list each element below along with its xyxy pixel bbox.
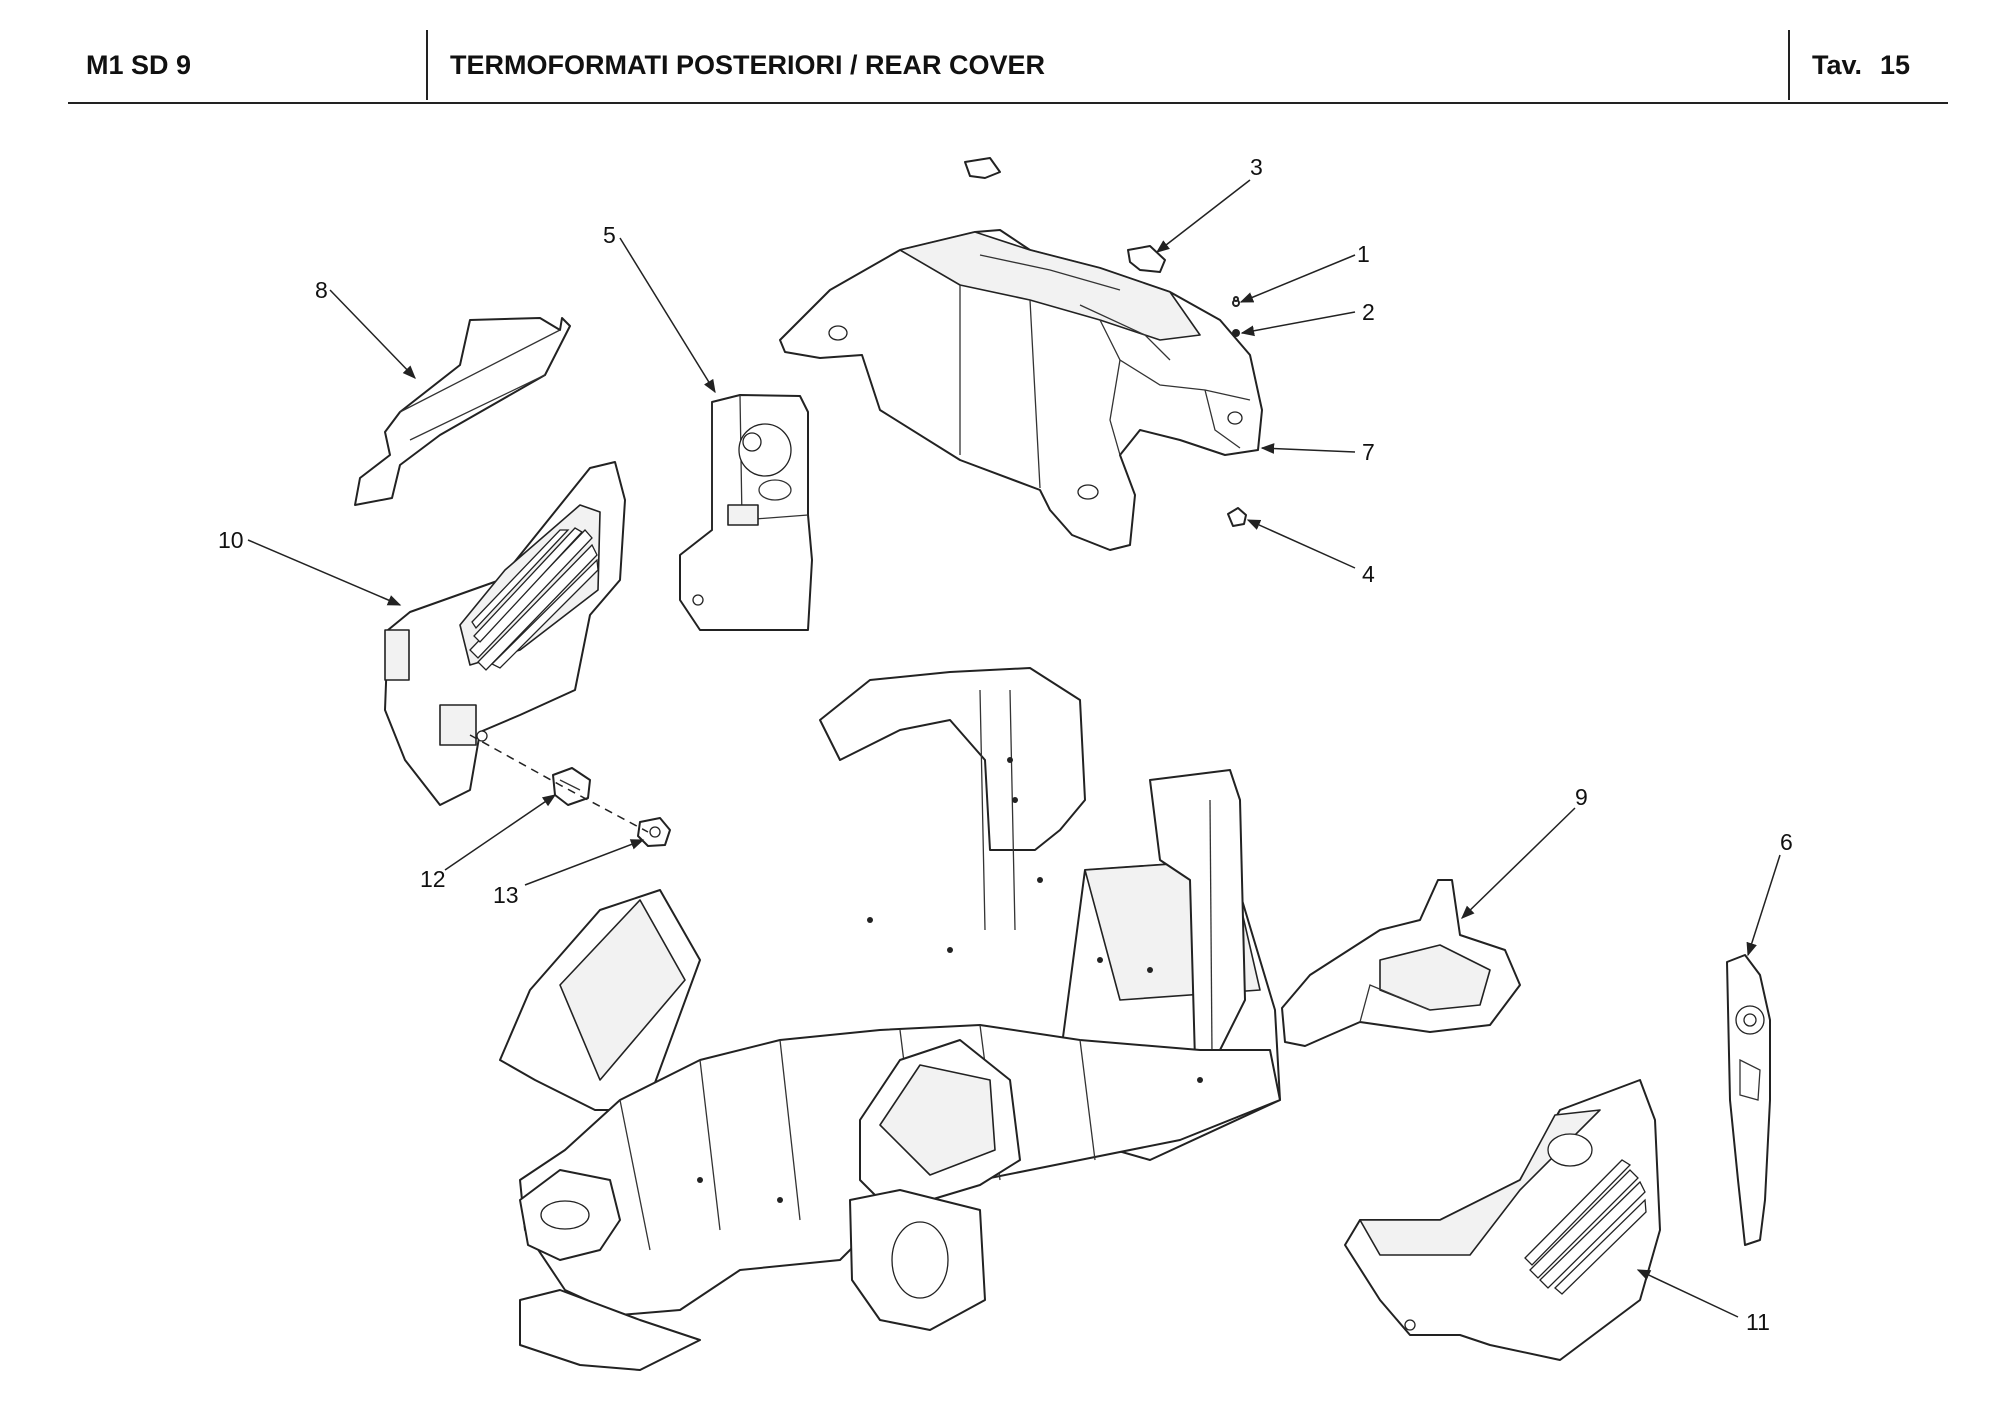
- callout-4: 4: [1362, 561, 1375, 587]
- part-rear-top-cover: [779, 229, 1263, 551]
- callout-3: 3: [1250, 154, 1263, 180]
- table-value: 15: [1880, 49, 1911, 80]
- part-right-side-panel: [1281, 879, 1521, 1047]
- callout-9: 9: [1575, 784, 1588, 810]
- part-clip-fitting: [637, 817, 671, 847]
- table-number: Tav. 15: [1788, 30, 1972, 100]
- title-block: M1 SD 9 TERMOFORMATI POSTERIORI / REAR C…: [68, 30, 1948, 104]
- right-grille-slots: [1524, 1159, 1647, 1295]
- callout-numbers: 1 2 3 4 5 6 7 8 9 10 11 12 13: [218, 154, 1793, 1335]
- part-clip-pair: [964, 157, 1166, 273]
- callout-5: 5: [603, 222, 616, 248]
- grille-slots: [469, 527, 599, 671]
- part-vertical-side-panel: [679, 394, 813, 631]
- part-mount-block: [552, 767, 591, 806]
- part-screw-washer-nut: [1227, 296, 1247, 527]
- frame-holes: [697, 757, 1203, 1203]
- callout-6: 6: [1780, 829, 1793, 855]
- drawing-title: TERMOFORMATI POSTERIORI / REAR COVER: [426, 30, 1790, 100]
- part-main-frame: [499, 667, 1281, 1371]
- callout-11: 11: [1746, 1309, 1770, 1335]
- drawing-code: M1 SD 9: [86, 49, 192, 80]
- callout-12: 12: [420, 866, 446, 892]
- callout-1: 1: [1357, 241, 1370, 267]
- callout-2: 2: [1362, 299, 1375, 325]
- callout-8: 8: [315, 277, 328, 303]
- table-label: Tav.: [1812, 49, 1863, 80]
- callout-7: 7: [1362, 439, 1375, 465]
- part-upper-left-panel: [354, 317, 571, 506]
- callout-13: 13: [493, 882, 519, 908]
- part-right-vertical-panel: [1726, 954, 1771, 1246]
- callout-leaders: [247, 179, 1781, 1318]
- part-right-grille-cover: [1344, 1079, 1661, 1361]
- callout-10: 10: [218, 527, 244, 553]
- part-left-grille-cover: [384, 461, 626, 806]
